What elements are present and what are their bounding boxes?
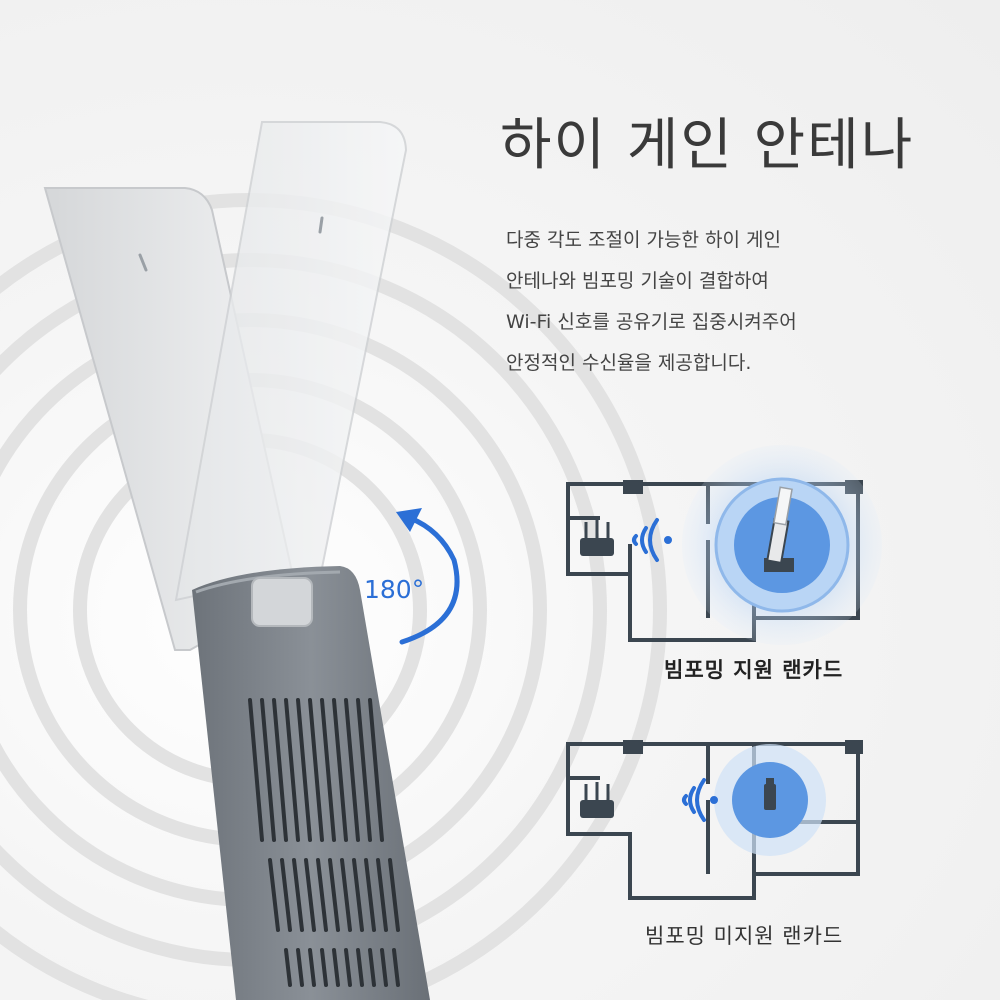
description-line: 안테나와 빔포밍 기술이 결합하여 [506, 270, 769, 292]
wifi-signal-icon [632, 518, 672, 562]
wifi-signal-icon [682, 778, 718, 822]
right-antenna [174, 121, 408, 602]
description-line: Wi-Fi 신호를 공유기로 집중시켜주어 [506, 311, 797, 333]
description-line: 안정적인 수신율을 제공합니다. [506, 352, 752, 374]
vent-slots [248, 698, 400, 987]
rotation-angle-label: 180° [364, 575, 425, 604]
usb-adapter-icon [764, 486, 794, 572]
router-icon [580, 520, 614, 556]
router-icon [580, 782, 614, 818]
rotate-arrow-icon [396, 508, 460, 645]
usb-adapter-icon [764, 778, 776, 810]
description-line: 다중 각도 조절이 가능한 하이 게인 [506, 229, 781, 251]
caption-no-beamforming: 빔포밍 미지원 랜카드 [645, 924, 844, 948]
headline: 하이 게인 안테나 [500, 113, 915, 178]
description: 다중 각도 조절이 가능한 하이 게인 안테나와 빔포밍 기술이 결합하여 Wi… [506, 220, 976, 384]
caption-beamforming: 빔포밍 지원 랜카드 [664, 658, 844, 682]
